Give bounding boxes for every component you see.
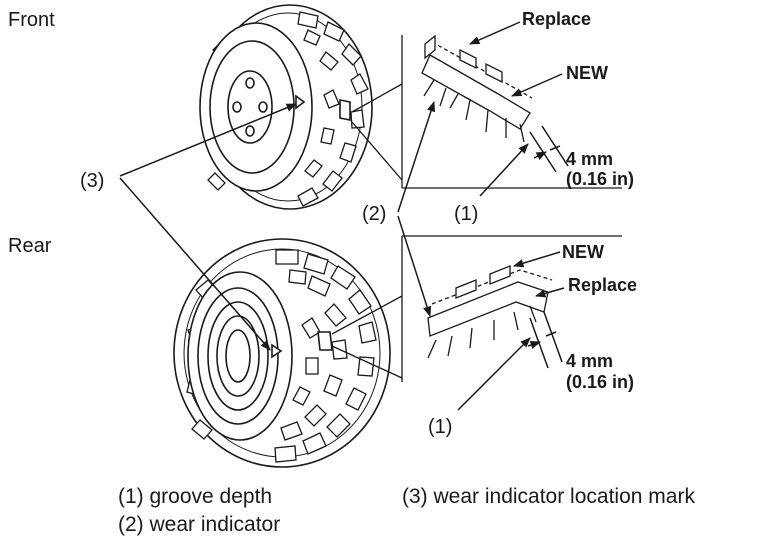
front-tire [199, 4, 373, 210]
callout-3: (3) [80, 170, 105, 192]
callout-1-rear: (1) [428, 416, 453, 438]
replace-callout-front: Replace [522, 9, 592, 29]
replace-callout-rear: Replace [568, 275, 638, 295]
depth-mm-front: 4 mm [566, 149, 614, 169]
legend-wear-indicator: (2) wear indicator [118, 513, 281, 536]
rear-tire [173, 238, 391, 468]
new-callout-front: NEW [566, 63, 608, 83]
legend-groove-depth: (1) groove depth [118, 485, 273, 508]
callout-2: (2) [362, 203, 387, 225]
new-callout-rear: NEW [562, 242, 604, 262]
front-tread-detail [421, 34, 533, 143]
callout-1-front: (1) [454, 203, 479, 225]
pointer-lines [119, 21, 569, 411]
rear-detail-frame [331, 235, 622, 382]
rear-label: Rear [8, 235, 52, 257]
front-detail-frame [351, 35, 622, 189]
depth-in-rear: (0.16 in) [566, 372, 635, 392]
front-label: Front [8, 9, 55, 31]
legend-location-mark: (3) wear indicator location mark [402, 485, 695, 508]
depth-in-front: (0.16 in) [566, 169, 635, 189]
depth-mm-rear: 4 mm [566, 351, 614, 371]
